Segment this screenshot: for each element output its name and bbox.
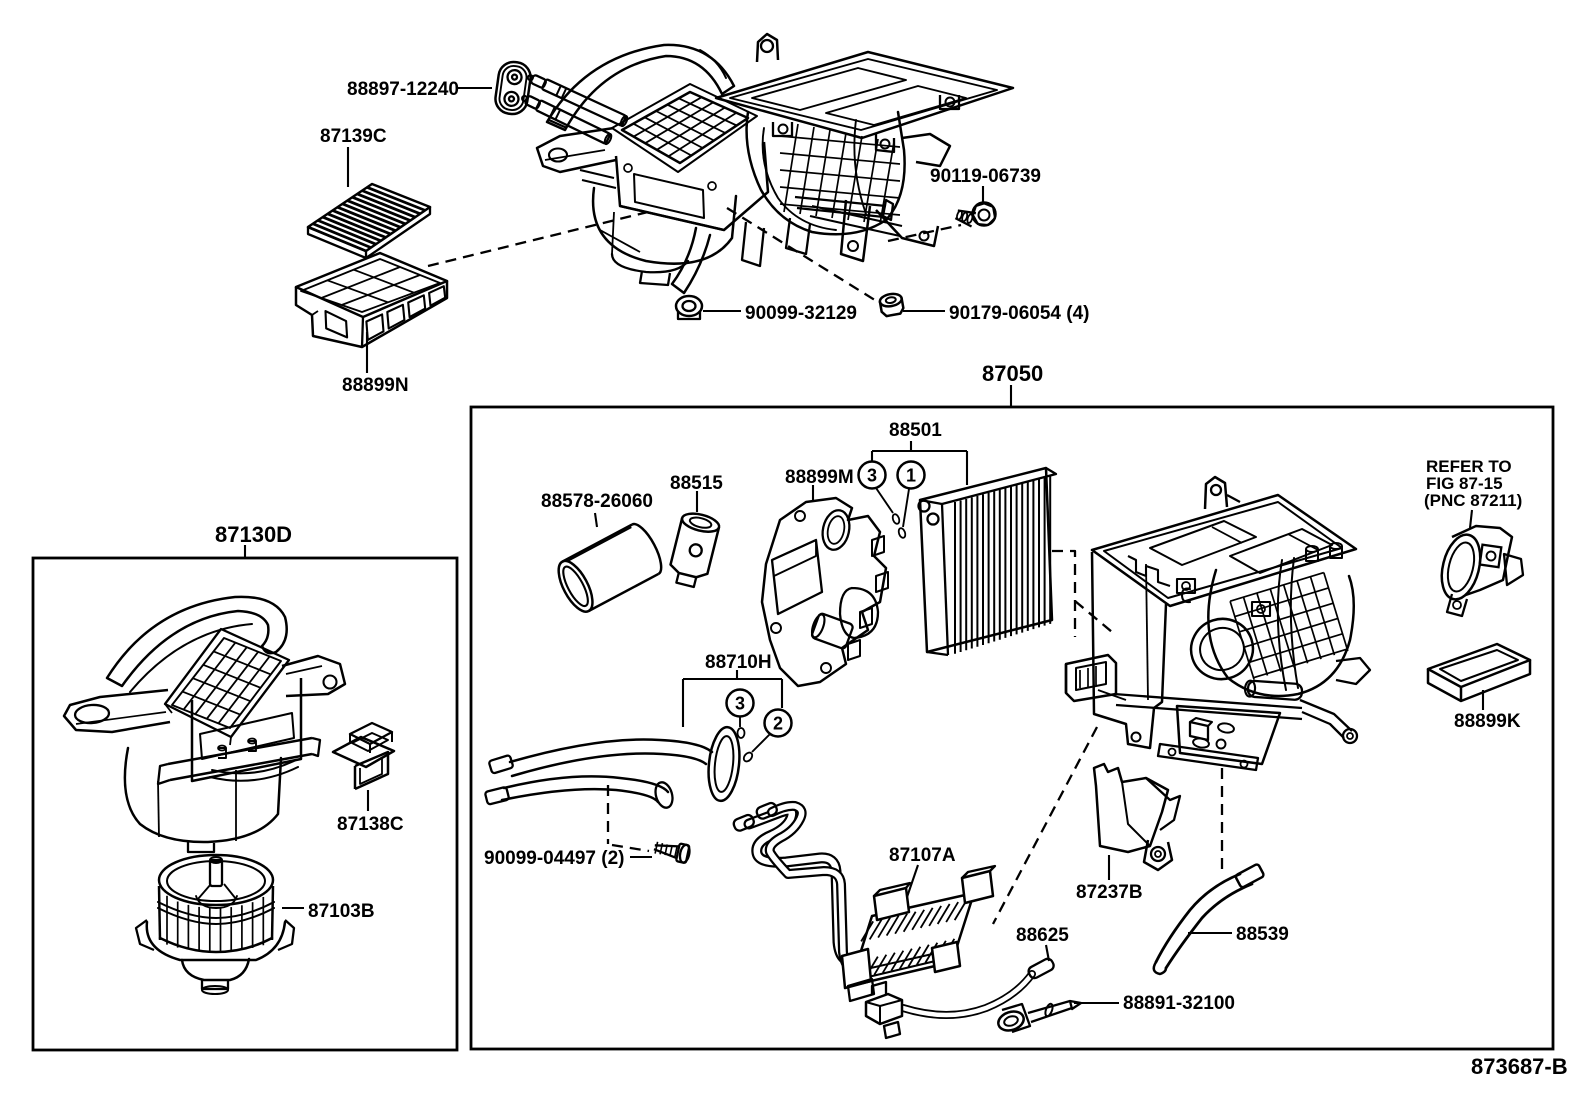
- svg-text:88501: 88501: [889, 420, 942, 441]
- svg-text:88899K: 88899K: [1454, 711, 1521, 732]
- svg-text:87130D: 87130D: [215, 522, 292, 547]
- svg-text:90119-06739: 90119-06739: [930, 166, 1041, 187]
- svg-text:90179-06054 (4): 90179-06054 (4): [949, 303, 1090, 324]
- svg-text:87138C: 87138C: [337, 814, 404, 835]
- svg-text:88578-26060: 88578-26060: [541, 491, 653, 512]
- svg-text:87237B: 87237B: [1076, 882, 1143, 903]
- svg-text:2: 2: [773, 714, 783, 734]
- svg-text:90099-32129: 90099-32129: [745, 303, 857, 324]
- svg-text:873687-B: 873687-B: [1471, 1054, 1568, 1079]
- svg-text:88539: 88539: [1236, 924, 1289, 945]
- svg-text:88710H: 88710H: [705, 652, 772, 673]
- svg-text:87107A: 87107A: [889, 845, 956, 866]
- svg-text:88897-12240: 88897-12240: [347, 79, 459, 100]
- svg-text:87103B: 87103B: [308, 901, 375, 922]
- svg-text:88625: 88625: [1016, 925, 1069, 946]
- svg-text:88891-32100: 88891-32100: [1123, 993, 1235, 1014]
- svg-text:3: 3: [867, 466, 877, 486]
- svg-text:(PNC 87211): (PNC 87211): [1424, 491, 1522, 510]
- svg-text:88515: 88515: [670, 473, 723, 494]
- svg-text:87050: 87050: [982, 361, 1043, 386]
- svg-text:REFER TO: REFER TO: [1426, 457, 1512, 476]
- svg-text:FIG 87-15: FIG 87-15: [1426, 474, 1503, 493]
- svg-text:1: 1: [906, 466, 916, 486]
- svg-text:88899M: 88899M: [785, 467, 854, 488]
- svg-text:88899N: 88899N: [342, 375, 409, 396]
- svg-text:3: 3: [735, 694, 745, 714]
- svg-text:87139C: 87139C: [320, 126, 387, 147]
- svg-text:90099-04497 (2): 90099-04497 (2): [484, 848, 625, 869]
